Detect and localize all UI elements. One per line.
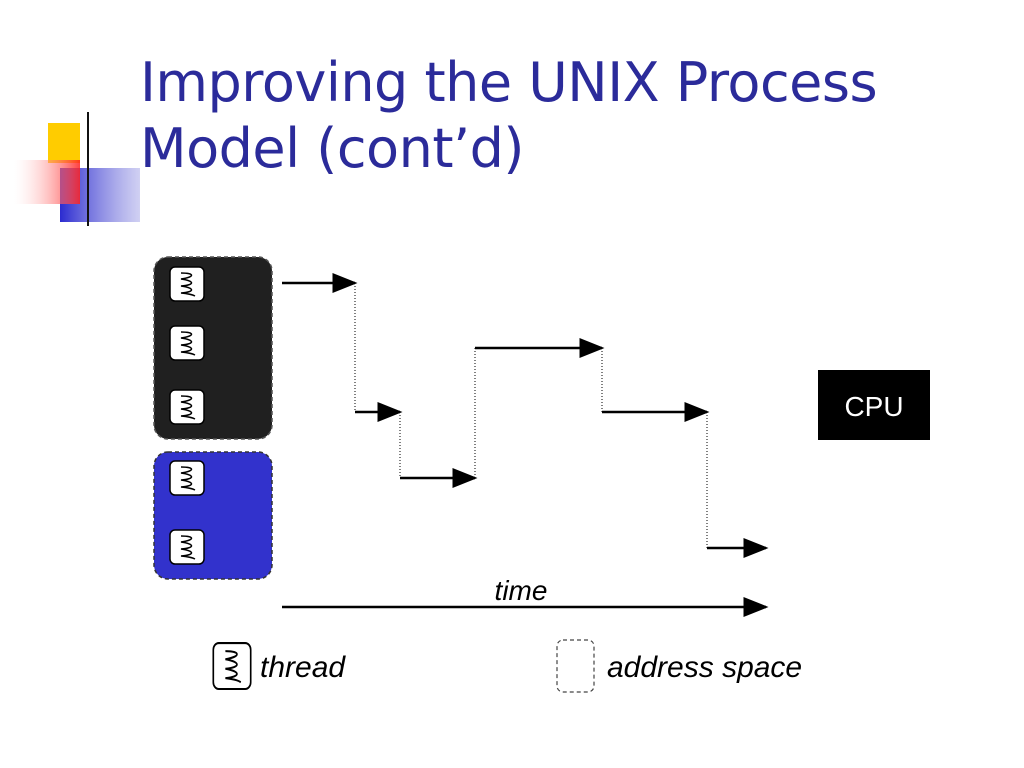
legend-address-space-icon <box>556 639 595 693</box>
title-line-1: Improving the UNIX Process <box>140 51 878 114</box>
decor-red-square <box>14 160 80 204</box>
slide-title: Improving the UNIX Process Model (cont’d… <box>140 50 1000 182</box>
legend: thread address space <box>212 639 802 693</box>
execution-timeline <box>282 273 769 558</box>
thread-icon <box>169 460 205 496</box>
thread-icon <box>169 389 205 425</box>
title-line-2: Model (cont’d) <box>140 117 525 180</box>
legend-thread-label: thread <box>260 651 346 684</box>
legend-thread-icon <box>212 642 252 690</box>
cpu-box <box>818 370 930 440</box>
thread-icon <box>169 325 205 361</box>
thread-icon <box>169 266 205 302</box>
thread-icon <box>169 529 205 565</box>
decor-yellow-square <box>48 123 80 163</box>
cpu-label: CPU <box>844 391 903 422</box>
legend-address-space-label: address space <box>607 651 802 684</box>
time-label: time <box>495 575 548 606</box>
